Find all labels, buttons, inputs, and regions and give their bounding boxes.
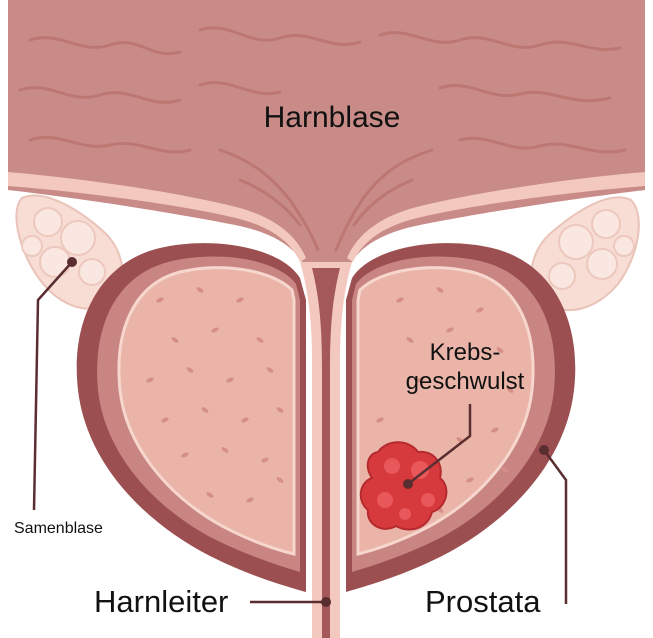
label-prostata: Prostata bbox=[425, 584, 541, 619]
harnleiter-pointer-dot bbox=[321, 597, 331, 607]
tumor-pointer-dot bbox=[403, 479, 413, 489]
prostate-left-lobe bbox=[77, 243, 306, 592]
label-tumor-line2: geschwulst bbox=[406, 368, 525, 395]
prostate-right-lobe bbox=[346, 243, 575, 592]
label-harnleiter: Harnleiter bbox=[94, 584, 228, 619]
samenblase-pointer-dot bbox=[67, 257, 77, 267]
prostata-pointer-dot bbox=[539, 445, 549, 455]
label-samenblase: Samenblase bbox=[14, 520, 103, 537]
urethra bbox=[300, 262, 352, 638]
label-tumor-line1: Krebs- bbox=[430, 339, 501, 366]
label-harnblase: Harnblase bbox=[264, 101, 401, 134]
